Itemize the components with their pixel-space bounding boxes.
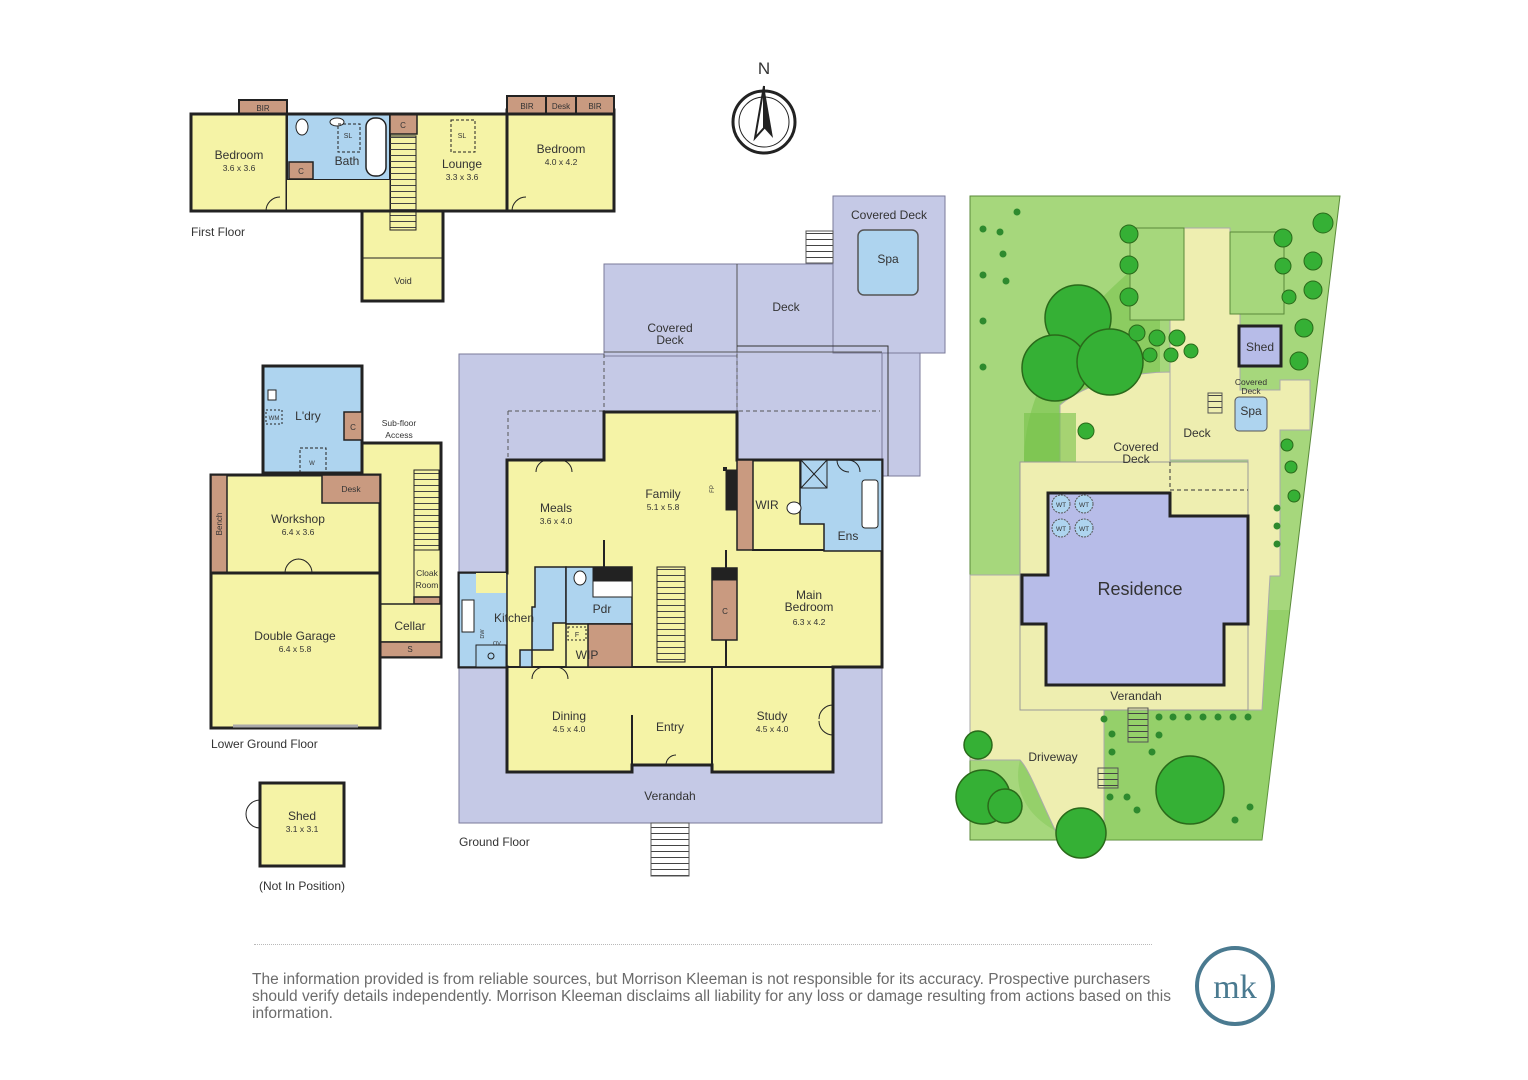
area-covered-deck-1: Covered: [647, 321, 692, 335]
subfloor-label-1: Sub-floor: [382, 418, 417, 428]
room-bedroom-west: Bedroom: [215, 148, 264, 162]
bir-east-2: BIR: [588, 102, 602, 111]
room-workshop-size: 6.4 x 3.6: [282, 527, 315, 537]
room-main-bedroom-size: 6.3 x 4.2: [793, 617, 826, 627]
caption-ground-floor: Ground Floor: [459, 835, 530, 849]
area-covered-deck-2: Deck: [656, 333, 684, 347]
skylight-bath: SL: [344, 133, 353, 140]
room-bedroom-west-size: 3.6 x 3.6: [223, 163, 256, 173]
disclaimer-text: The information provided is from reliabl…: [252, 971, 1171, 1022]
room-study-size: 4.5 x 4.0: [756, 724, 789, 734]
first-floor-labels: Bedroom 3.6 x 3.6 Bath SL Lounge 3.3 x 3…: [191, 102, 602, 286]
room-double-garage: Double Garage: [254, 629, 336, 643]
wip-fridge: F: [575, 632, 579, 639]
main-bedroom-cupboard: C: [722, 607, 728, 616]
room-bedroom-east: Bedroom: [537, 142, 586, 156]
ground-floor-plan: [457, 195, 946, 877]
area-deck: Deck: [772, 300, 800, 314]
room-lounge: Lounge: [442, 157, 482, 171]
site-plan-labels: Shed Covered Deck Spa Deck Covered Deck …: [1028, 340, 1274, 764]
workshop-desk: Desk: [341, 484, 361, 494]
room-wir: WIR: [755, 498, 779, 512]
room-lounge-size: 3.3 x 3.6: [446, 172, 479, 182]
room-family-size: 5.1 x 5.8: [647, 502, 680, 512]
caption-lower-ground: Lower Ground Floor: [211, 737, 318, 751]
north-compass-icon: N: [731, 59, 797, 155]
room-entry: Entry: [656, 720, 684, 734]
room-double-garage-size: 6.4 x 5.8: [279, 644, 312, 654]
water-tank-1: WT: [1056, 502, 1066, 509]
room-laundry: L'dry: [295, 409, 321, 423]
room-main-bedroom-1: Main: [796, 588, 822, 602]
site-plan: [955, 195, 1341, 859]
room-study: Study: [757, 709, 788, 723]
logo-text: mk: [1213, 969, 1256, 1006]
room-bedroom-east-size: 4.0 x 4.2: [545, 157, 578, 167]
bir-west: BIR: [256, 104, 270, 113]
room-dining: Dining: [552, 709, 586, 723]
lower-ground-floor-plan: [209, 364, 443, 730]
cloak-room-2: Room: [416, 580, 439, 590]
kitchen-dw: DW: [480, 629, 486, 639]
footer-divider: [254, 944, 1152, 945]
area-covered-deck-spa: Covered Deck: [851, 208, 928, 222]
kitchen-ov: OV: [493, 641, 501, 647]
desk-first-floor: Desk: [552, 102, 571, 111]
area-verandah: Verandah: [644, 789, 695, 803]
room-cellar: Cellar: [394, 619, 425, 633]
room-dining-size: 4.5 x 4.0: [553, 724, 586, 734]
site-verandah: Verandah: [1110, 689, 1161, 703]
site-deck: Deck: [1183, 426, 1211, 440]
laundry-wm: WM: [269, 416, 280, 422]
workshop-bench: Bench: [215, 513, 224, 536]
site-covered-deck-1: Covered: [1235, 377, 1267, 387]
bir-east-1: BIR: [520, 102, 534, 111]
room-powder: Pdr: [593, 602, 612, 616]
shed-note: (Not In Position): [259, 879, 345, 893]
site-covered-deck-2: Deck: [1241, 386, 1261, 396]
water-tank-4: WT: [1079, 526, 1089, 533]
skylight-lounge: SL: [458, 133, 467, 140]
site-shed: Shed: [1246, 340, 1274, 354]
fireplace-label: FP: [710, 485, 716, 493]
room-meals-size: 3.6 x 4.0: [540, 516, 573, 526]
room-family: Family: [645, 487, 680, 501]
room-ensuite: Ens: [838, 529, 859, 543]
site-main-covered-2: Deck: [1122, 452, 1150, 466]
room-workshop: Workshop: [271, 512, 325, 526]
first-floor-plan: [189, 95, 616, 303]
water-tank-3: WT: [1056, 526, 1066, 533]
subfloor-label-2: Access: [385, 430, 412, 440]
north-label: N: [758, 59, 770, 78]
shed-plan: [245, 781, 346, 868]
room-shed-size: 3.1 x 3.1: [286, 824, 319, 834]
room-bath: Bath: [335, 154, 360, 168]
water-tank-2: WT: [1079, 502, 1089, 509]
laundry-w: W: [309, 461, 315, 467]
room-meals: Meals: [540, 501, 572, 515]
room-main-bedroom-2: Bedroom: [785, 600, 834, 614]
room-void: Void: [394, 276, 412, 286]
lower-ground-labels: L'dry WM W C Sub-floor Access Workshop 6…: [211, 409, 439, 751]
cupboard-bath: C: [298, 167, 304, 176]
laundry-cupboard: C: [350, 423, 356, 432]
site-residence: Residence: [1097, 579, 1182, 599]
spa: Spa: [877, 252, 899, 266]
caption-first-floor: First Floor: [191, 225, 245, 239]
room-shed: Shed: [288, 809, 316, 823]
room-kitchen: Kitchen: [494, 611, 534, 625]
morrison-kleeman-logo: mk: [1195, 946, 1275, 1026]
site-main-covered-1: Covered: [1113, 440, 1158, 454]
site-driveway: Driveway: [1028, 750, 1077, 764]
ground-floor-labels: Covered Deck Spa Deck Covered Deck Meals…: [459, 208, 928, 849]
room-wip: WIP: [576, 648, 599, 662]
cellar-shelf: S: [407, 645, 412, 654]
cloak-room-1: Cloak: [416, 568, 438, 578]
site-spa: Spa: [1240, 404, 1262, 418]
cupboard-lounge: C: [400, 121, 406, 130]
